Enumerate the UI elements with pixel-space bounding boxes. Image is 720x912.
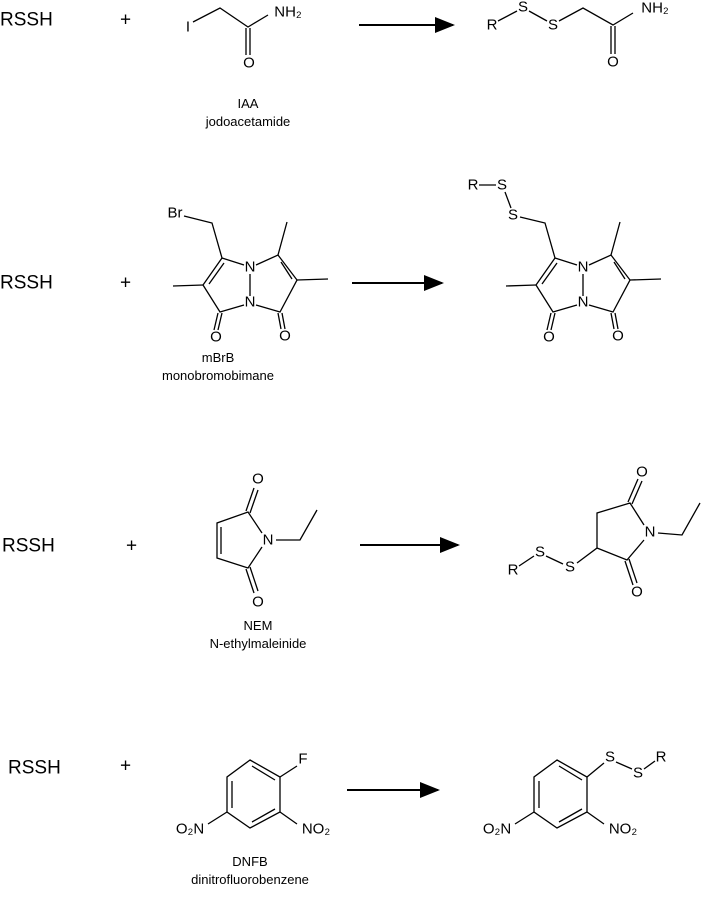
iaa-structure: I NH₂ O xyxy=(186,4,302,72)
reaction-iaa: RSSH + I NH₂ O IAA jodoacetamide R S S N… xyxy=(0,0,669,129)
plus-sign: + xyxy=(126,536,137,557)
atom-o: O xyxy=(243,55,255,72)
reagent-name: dinitrofluorobenzene xyxy=(191,872,309,887)
atom-s: S xyxy=(518,0,528,16)
atom-s: S xyxy=(565,559,575,576)
atom-o: O xyxy=(252,471,264,488)
reagent-abbr: mBrB xyxy=(202,350,235,365)
reactant-rssh: RSSH xyxy=(0,10,53,31)
atom-nh2: NH₂ xyxy=(274,4,302,21)
atom-o: O xyxy=(279,328,291,345)
plus-sign: + xyxy=(120,756,131,777)
atom-o2n: O₂N xyxy=(176,821,204,838)
atom-r: R xyxy=(508,562,519,579)
reactant-rssh: RSSH xyxy=(8,758,61,779)
atom-o: O xyxy=(210,329,222,346)
nem-product-structure: R S S O N O xyxy=(508,464,701,601)
dnfb-structure: F NO₂ O₂N xyxy=(176,751,331,838)
atom-s: S xyxy=(535,544,545,561)
atom-s: S xyxy=(633,765,643,782)
atom-o: O xyxy=(636,464,648,481)
reagent-abbr: IAA xyxy=(238,96,259,111)
nem-structure: O N O xyxy=(216,471,318,611)
atom-n: N xyxy=(645,524,656,541)
reagent-abbr: DNFB xyxy=(232,854,267,869)
atom-n: N xyxy=(578,294,589,311)
atom-n: N xyxy=(245,294,256,311)
atom-s: S xyxy=(497,177,507,194)
reagent-abbr: NEM xyxy=(244,618,273,633)
atom-s: S xyxy=(548,17,558,34)
atom-s: S xyxy=(605,749,615,766)
atom-nh2: NH₂ xyxy=(641,0,669,17)
atom-o: O xyxy=(631,584,643,601)
atom-o: O xyxy=(543,329,555,346)
atom-f: F xyxy=(298,751,307,768)
atom-o: O xyxy=(612,328,624,345)
dnfb-product-structure: S S R NO₂ O₂N xyxy=(483,749,667,838)
atom-no2: NO₂ xyxy=(302,821,331,838)
plus-sign: + xyxy=(120,10,131,31)
mbrb-structure: Br N N O O xyxy=(168,205,329,346)
reactant-rssh: RSSH xyxy=(0,273,53,294)
atom-no2: NO₂ xyxy=(609,821,638,838)
iaa-product-structure: R S S NH₂ O xyxy=(487,0,669,71)
atom-n: N xyxy=(578,259,589,276)
reaction-nem: RSSH + O N O NEM N-ethylmaleinide R S S … xyxy=(2,464,701,651)
atom-s: S xyxy=(508,207,518,224)
atom-n: N xyxy=(263,532,274,549)
reagent-name: N-ethylmaleinide xyxy=(210,636,307,651)
reaction-mbrb: RSSH + Br N N O O mBrB monobromobimane xyxy=(0,177,662,383)
reactant-rssh: RSSH xyxy=(2,536,55,557)
atom-r: R xyxy=(468,177,479,194)
mbrb-product-structure: R S S N N O O xyxy=(468,177,662,346)
atom-o: O xyxy=(252,594,264,611)
atom-o2n: O₂N xyxy=(483,821,511,838)
atom-i: I xyxy=(186,19,190,36)
atom-n: N xyxy=(245,259,256,276)
atom-r: R xyxy=(656,749,667,766)
reagent-name: jodoacetamide xyxy=(205,114,291,129)
plus-sign: + xyxy=(120,273,131,294)
atom-br: Br xyxy=(168,205,183,222)
reagent-name: monobromobimane xyxy=(162,368,274,383)
atom-r: R xyxy=(487,17,498,34)
atom-o: O xyxy=(607,54,619,71)
reaction-dnfb: RSSH + F NO₂ O₂N DNFB dinitrofluorobenze… xyxy=(8,749,667,888)
